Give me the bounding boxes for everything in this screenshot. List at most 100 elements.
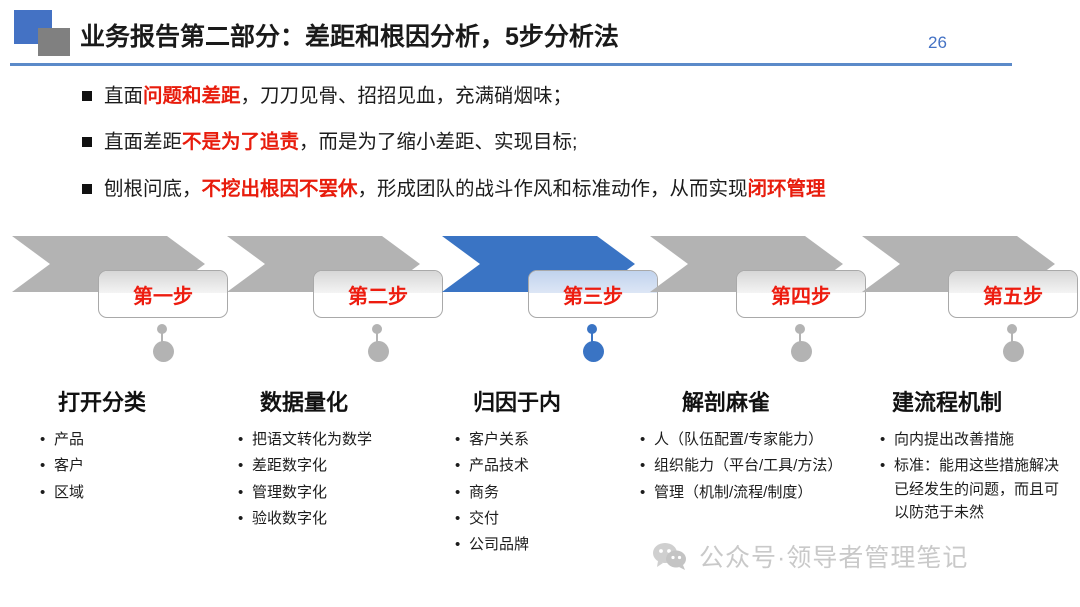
highlighted-phrase: 问题和差距: [143, 85, 241, 107]
process-step-1[interactable]: 第一步: [12, 236, 228, 376]
detail-column-3: 归因于内•客户关系•产品技术•商务•交付•公司品牌: [455, 385, 635, 559]
process-step-3[interactable]: 第三步: [442, 236, 658, 376]
step-label-text: 第五步: [983, 285, 1043, 308]
plain-phrase: 直面: [104, 85, 144, 107]
list-item: • 客户关系: [455, 428, 635, 451]
step-label-box[interactable]: 第二步: [313, 270, 443, 318]
step-label-text: 第三步: [563, 285, 623, 308]
list-item-text: 管理数字化: [252, 483, 328, 501]
list-item-text: 标准：能用这些措施解决已经发生的问题，而且可以防范于未然: [894, 457, 1060, 521]
list-item-text: 公司品牌: [469, 536, 530, 553]
list-item: • 把语文转化为数学: [238, 428, 448, 451]
column-heading: 归因于内: [473, 390, 562, 415]
process-step-2[interactable]: 第二步: [227, 236, 443, 376]
step-label-box[interactable]: 第一步: [98, 270, 228, 318]
detail-column-4: 解剖麻雀•人（队伍配置/专家能力）•组织能力（平台/工具/方法）•管理（机制/流…: [640, 385, 880, 507]
step-label-text: 第二步: [348, 285, 408, 308]
logo-gray-square: [38, 28, 70, 56]
list-item: • 产品: [40, 428, 240, 451]
watermark-text: 公众号·领导者管理笔记: [699, 544, 969, 572]
round-bullet-icon: •: [640, 457, 646, 475]
list-item-text: 组织能力（平台/工具/方法）: [654, 457, 843, 475]
round-bullet-icon: •: [238, 457, 244, 475]
list-item-text: 人（队伍配置/专家能力）: [654, 431, 824, 448]
round-bullet-icon: •: [238, 431, 244, 448]
step-connector-dots: [153, 324, 183, 374]
plain-phrase: 刨根问底，: [104, 177, 202, 200]
step-label-tint: [737, 271, 865, 293]
round-bullet-icon: •: [238, 483, 244, 501]
round-bullet-icon: •: [455, 483, 461, 501]
key-points-list: 直面问题和差距，刀刀见骨、招招见血，充满硝烟味； 直面差距不是为了追责，而是为了缩…: [82, 82, 912, 221]
plain-phrase: ，而是为了缩小差距、实现目标;: [299, 131, 578, 154]
round-bullet-icon: •: [40, 457, 46, 475]
list-item-text: 向内提出改善措施: [894, 431, 1015, 448]
round-bullet-icon: •: [40, 483, 46, 501]
key-point-row: 直面问题和差距，刀刀见骨、招招见血，充满硝烟味；: [82, 82, 912, 111]
square-bullet-icon: [82, 137, 92, 148]
wechat-icon: [652, 542, 688, 570]
step-connector-dots: [368, 324, 398, 374]
round-bullet-icon: •: [238, 509, 244, 527]
key-point-text: 刨根问底，不挖出根因不罢休，形成团队的战斗作风和标准动作，从而实现闭环管理: [104, 175, 826, 204]
list-item: • 验收数字化: [238, 507, 448, 530]
key-point-text: 直面问题和差距，刀刀见骨、招招见血，充满硝烟味；: [104, 82, 572, 111]
list-item-text: 管理（机制/流程/制度）: [654, 483, 813, 501]
list-item: •公司品牌: [455, 533, 635, 556]
list-item-text: 差距数字化: [252, 457, 328, 475]
step-connector-dots: [1003, 324, 1033, 374]
column-heading: 解剖麻雀: [682, 390, 771, 415]
step-connector-dots: [583, 324, 613, 374]
list-item-text: 商务: [469, 483, 500, 501]
list-item: •管理（机制/流程/制度）: [640, 481, 880, 504]
small-dot-icon: [157, 324, 167, 334]
list-item: • 管理数字化: [238, 481, 448, 504]
list-item-text: 产品: [54, 431, 85, 448]
list-item: •向内提出改善措施: [880, 428, 1070, 451]
column-item-list: •客户关系•产品技术•商务•交付•公司品牌: [455, 428, 635, 556]
small-dot-icon: [795, 324, 805, 334]
list-item: •区域: [40, 481, 240, 504]
process-step-5[interactable]: 第五步: [862, 236, 1078, 376]
round-bullet-icon: •: [40, 431, 46, 448]
page-title: 业务报告第二部分：差距和根因分析，5步分析法: [80, 23, 619, 51]
small-dot-icon: [1007, 324, 1017, 334]
page-number: 26: [928, 33, 947, 52]
highlighted-phrase: 不挖出根因不罢休: [201, 177, 358, 200]
step-label-text: 第一步: [133, 285, 193, 308]
step-label-tint: [949, 271, 1077, 293]
key-point-text: 直面差距不是为了追责，而是为了缩小差距、实现目标;: [104, 128, 577, 157]
plain-phrase: ，刀刀见骨、招招见血，充满硝烟味；: [240, 85, 573, 107]
column-heading: 数据量化: [260, 390, 349, 415]
column-item-list: • 产品 • 客户 •区域: [40, 428, 240, 504]
watermark: 公众号·领导者管理笔记: [652, 538, 968, 574]
list-item-text: 把语文转化为数学: [252, 431, 373, 448]
step-label-text: 第四步: [771, 285, 831, 308]
process-step-4[interactable]: 第四步: [650, 236, 866, 376]
list-item-text: 客户: [54, 457, 85, 475]
detail-column-2: 数据量化 • 把语文转化为数学 • 差距数字化 • 管理数字化 • 验收数字化: [238, 385, 448, 533]
step-label-box[interactable]: 第四步: [736, 270, 866, 318]
large-dot-icon: [368, 341, 389, 362]
list-item-text: 产品技术: [469, 457, 530, 475]
step-label-box[interactable]: 第三步: [528, 270, 658, 318]
step-connector-dots: [791, 324, 821, 374]
header-divider: [10, 63, 1012, 66]
key-point-row: 直面差距不是为了追责，而是为了缩小差距、实现目标;: [82, 128, 912, 157]
detail-column-5: 建流程机制•向内提出改善措施•标准：能用这些措施解决已经发生的问题，而且可以防范…: [880, 385, 1070, 527]
column-item-list: •向内提出改善措施•标准：能用这些措施解决已经发生的问题，而且可以防范于未然: [880, 428, 1070, 524]
step-label-tint: [99, 271, 227, 293]
list-item-text: 客户关系: [469, 431, 530, 448]
small-dot-icon: [587, 324, 597, 334]
column-item-list: • 把语文转化为数学 • 差距数字化 • 管理数字化 • 验收数字化: [238, 428, 448, 530]
key-point-row: 刨根问底，不挖出根因不罢休，形成团队的战斗作风和标准动作，从而实现闭环管理: [82, 175, 912, 204]
large-dot-icon: [791, 341, 812, 362]
step-label-box[interactable]: 第五步: [948, 270, 1078, 318]
process-steps: 第一步 第二步 第三步 第四步 第五步: [0, 236, 1080, 376]
round-bullet-icon: •: [455, 431, 461, 448]
large-dot-icon: [583, 341, 604, 362]
list-item-text: 验收数字化: [252, 509, 328, 527]
list-item-text: 交付: [469, 509, 500, 527]
column-item-list: •人（队伍配置/专家能力）•组织能力（平台/工具/方法）•管理（机制/流程/制度…: [640, 428, 880, 504]
